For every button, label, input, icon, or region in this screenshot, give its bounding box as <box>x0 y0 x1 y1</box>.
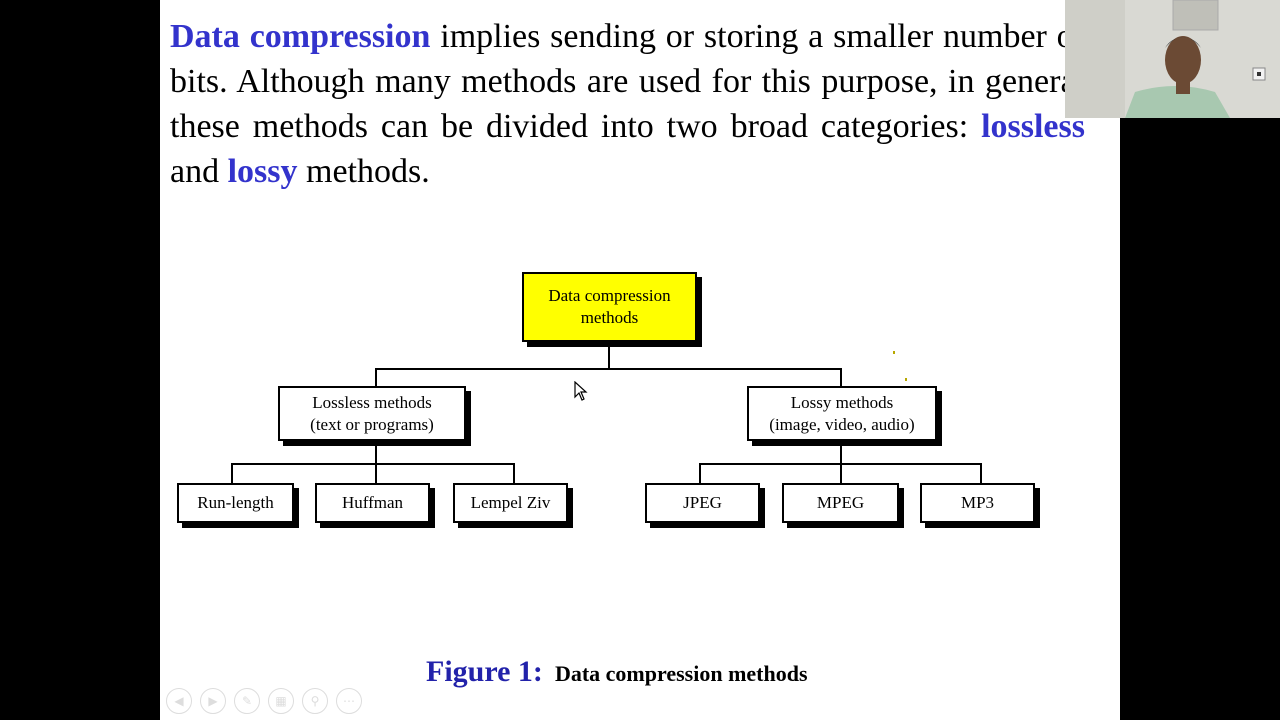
node-huffman-label: Huffman <box>341 493 404 512</box>
connector-lossless-down <box>375 440 377 465</box>
paragraph-text-3: methods. <box>297 153 430 190</box>
connector-to-jpeg <box>699 463 701 485</box>
node-lossless-methods: Lossless methods(text or programs) <box>278 386 466 441</box>
connector-lossless-bar <box>231 463 515 465</box>
slides-icon[interactable]: ▦ <box>268 688 294 714</box>
paragraph-text-1: implies sending or storing a smaller num… <box>170 18 1085 145</box>
connector-root-down <box>608 343 610 370</box>
node-lempel-ziv: Lempel Ziv <box>453 483 568 523</box>
node-jpeg: JPEG <box>645 483 760 523</box>
forward-icon[interactable]: ▶ <box>200 688 226 714</box>
connector-lossy-down <box>840 440 842 465</box>
keyword-lossy: lossy <box>227 153 298 190</box>
zoom-icon[interactable]: ⚲ <box>302 688 328 714</box>
paragraph-text-2: and <box>170 153 228 190</box>
figure-caption: Figure 1: Data compression methods <box>426 655 808 689</box>
connector-to-lossless <box>375 368 377 388</box>
connector-to-lossy <box>840 368 842 388</box>
figure-caption-text: Data compression methods <box>554 661 808 686</box>
intro-paragraph: Data compression implies sending or stor… <box>170 14 1085 194</box>
node-lossy-methods: Lossy methods(image, video, audio) <box>747 386 937 441</box>
node-root-line2: methods <box>580 308 639 327</box>
node-lossless-line1: Lossless methods <box>312 392 432 412</box>
node-mp3-label: MP3 <box>960 493 995 512</box>
node-mpeg-label: MPEG <box>816 493 865 512</box>
node-mpeg: MPEG <box>782 483 899 523</box>
connector-to-mp3 <box>980 463 982 485</box>
node-root-line1: Data compression <box>548 286 671 305</box>
node-huffman: Huffman <box>315 483 430 523</box>
presenter-video <box>1065 0 1280 118</box>
node-run-length-label: Run-length <box>197 493 274 512</box>
pen-icon[interactable]: ✎ <box>234 688 260 714</box>
figure-caption-label: Figure 1: <box>426 655 543 688</box>
connector-to-huffman <box>375 463 377 485</box>
connector-level1-bar <box>375 368 842 370</box>
more-icon[interactable]: ⋯ <box>336 688 362 714</box>
speck-mark <box>893 351 895 354</box>
back-icon[interactable]: ◀ <box>166 688 192 714</box>
connector-to-runlength <box>231 463 233 485</box>
node-run-length: Run-length <box>177 483 294 523</box>
speck-mark <box>905 378 907 381</box>
node-lossy-line1: Lossy methods <box>790 392 894 412</box>
mouse-cursor-icon <box>574 381 588 401</box>
node-lempel-ziv-label: Lempel Ziv <box>470 493 551 512</box>
node-lossless-line2: (text or programs) <box>310 414 434 434</box>
node-lossy-line2: (image, video, audio) <box>769 414 915 434</box>
connector-to-mpeg <box>840 463 842 485</box>
connector-to-lempelziv <box>513 463 515 485</box>
slide: Data compression implies sending or stor… <box>160 0 1120 720</box>
node-mp3: MP3 <box>920 483 1035 523</box>
node-data-compression-methods: Data compression methods <box>522 272 697 342</box>
webcam-overlay <box>1065 0 1280 118</box>
term-data-compression: Data compression <box>170 18 431 55</box>
slideshow-controls: ◀ ▶ ✎ ▦ ⚲ ⋯ <box>166 688 362 714</box>
node-jpeg-label: JPEG <box>683 493 722 512</box>
